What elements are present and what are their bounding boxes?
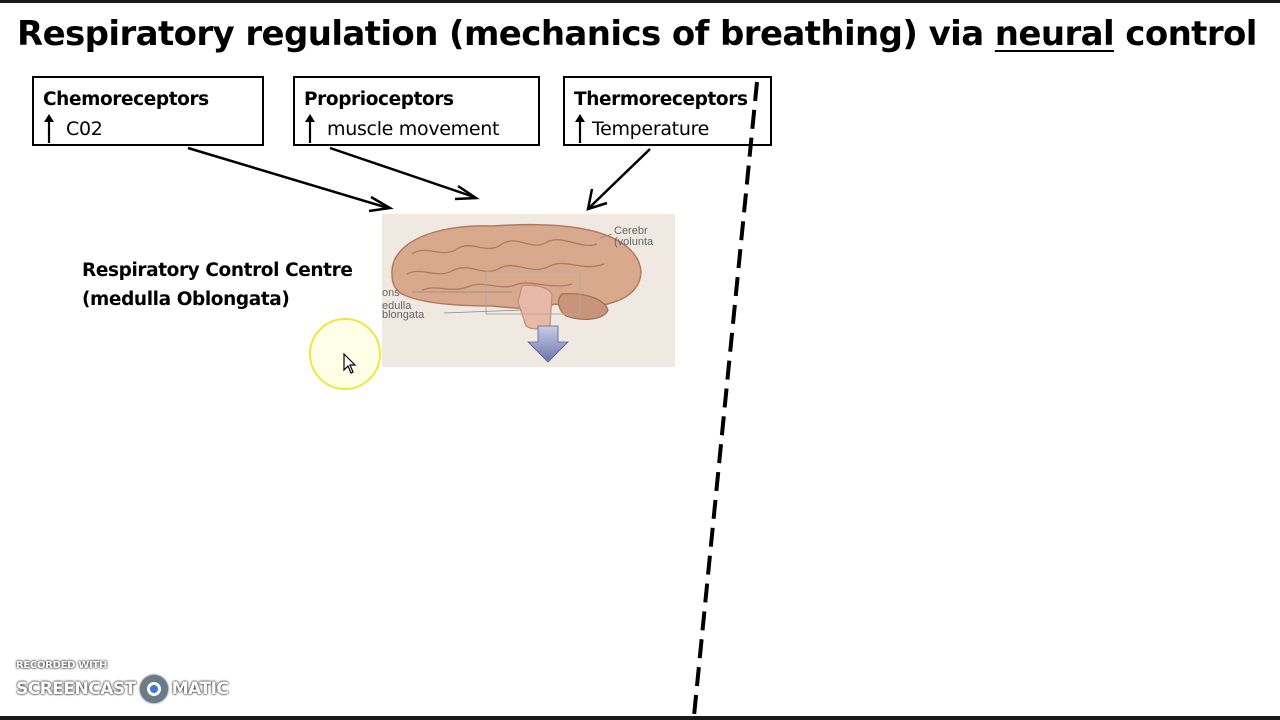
screencast-watermark: RECORDED WITH SCREENCAST MATIC (16, 660, 229, 703)
receptor-name: Thermoreceptors (574, 89, 748, 110)
highlight-box (485, 271, 581, 315)
label-leader (443, 309, 523, 314)
downward-arrow-icon (527, 325, 569, 363)
cerebellum-shape (557, 293, 609, 320)
chemoreceptor-connector-arrow (187, 146, 389, 210)
brain-label-pons: ons (382, 287, 400, 299)
arrowhead-icon (368, 195, 394, 213)
thermoreceptor-connector-arrow (589, 148, 651, 208)
control-centre-label: Respiratory Control Centre (medulla Oblo… (82, 256, 353, 314)
receptor-detail: Temperature (575, 114, 709, 144)
screencast-logo-icon (139, 675, 168, 703)
dashed-divider-line (692, 81, 759, 717)
receptor-value: C02 (66, 118, 103, 140)
slide-title: Respiratory regulation (mechanics of bre… (17, 14, 1257, 54)
up-arrow-icon (575, 114, 585, 143)
receptor-name: Chemoreceptors (43, 89, 209, 110)
arrowhead-icon (454, 184, 480, 201)
control-centre-line-2: (medulla Oblongata) (82, 289, 290, 310)
label-leader (599, 233, 613, 239)
title-text-start: Respiratory regulation (mechanics of bre… (17, 14, 995, 54)
brain-folds (406, 239, 605, 291)
receptor-value: Temperature (592, 118, 710, 140)
thermoreceptors-box: Thermoreceptors Temperature (563, 76, 772, 146)
proprioceptor-connector-arrow (329, 146, 475, 199)
brain-label-medulla-2: blongata (382, 309, 425, 321)
mouse-pointer-icon (343, 353, 357, 374)
chemoreceptors-box: Chemoreceptors C02 (32, 76, 264, 146)
proprioceptors-box: Proprioceptors muscle movement (293, 76, 540, 146)
up-arrow-icon (44, 114, 54, 143)
watermark-brand-row: SCREENCAST MATIC (16, 675, 229, 703)
control-centre-line-1: Respiratory Control Centre (82, 260, 353, 281)
recorded-with-text: RECORDED WITH (16, 660, 108, 671)
receptor-detail: C02 (44, 114, 103, 144)
brain-label-voluntary: (volunta (614, 236, 654, 248)
watermark-brand-right: MATIC (171, 679, 229, 699)
brain-illustration: Cerebr (volunta ons edulla blongata (382, 214, 675, 367)
up-arrow-icon (305, 114, 315, 143)
brain-label-cerebrum: Cerebr (614, 225, 648, 237)
receptor-name: Proprioceptors (304, 89, 454, 110)
arrowhead-icon (586, 188, 608, 211)
title-text-end: control (1114, 14, 1257, 54)
bottom-border (0, 716, 1280, 720)
brain-diagram-image: Cerebr (volunta ons edulla blongata (382, 214, 675, 367)
receptor-detail: muscle movement (305, 114, 499, 144)
logo-dot (146, 682, 161, 696)
brain-label-medulla-1: edulla (382, 300, 412, 312)
receptor-value: muscle movement (327, 118, 500, 140)
top-border (0, 0, 1280, 3)
watermark-brand-left: SCREENCAST (16, 679, 136, 699)
cursor-highlight-ring (309, 318, 381, 390)
title-emphasis: neural (994, 14, 1115, 54)
